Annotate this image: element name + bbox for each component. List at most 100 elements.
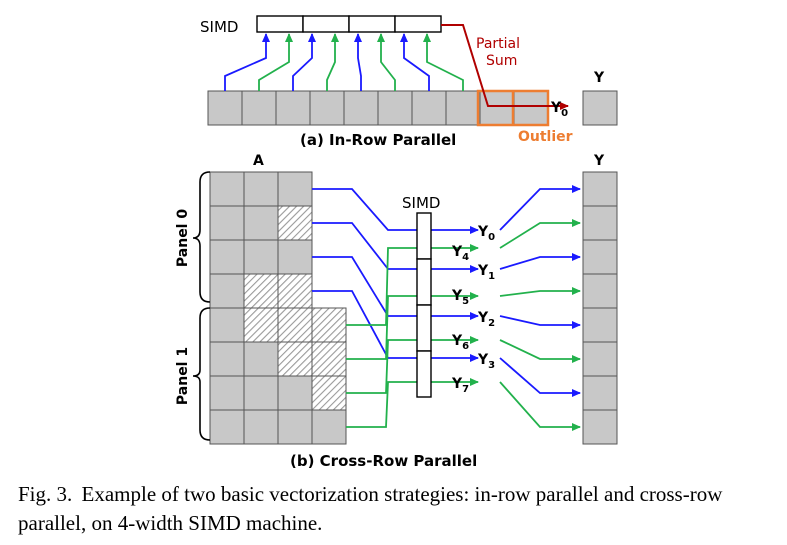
cross-arrow-green (346, 292, 479, 360)
panel1-brace (192, 307, 211, 441)
cross-arrow-blue (312, 222, 479, 273)
matrix-cell (277, 239, 313, 275)
y-cell (582, 205, 618, 241)
caption-b: (b) Cross-Row Parallel (290, 452, 477, 470)
simd-label-b: SIMD (402, 194, 440, 212)
partial-sum-label-2: Sum (486, 53, 517, 69)
matrix-cell (209, 375, 245, 411)
simd-lane-vertical (416, 212, 432, 260)
matrix-cell (209, 307, 245, 343)
row-arrow-green (423, 33, 464, 91)
matrix-cell (209, 409, 245, 445)
simd-lane-vertical (416, 258, 432, 306)
matrix-cell (277, 375, 313, 411)
cross-arrow-blue (312, 188, 479, 234)
simd-lane (256, 15, 304, 33)
matrix-cell-zero (243, 273, 279, 309)
row-cell (343, 90, 379, 126)
simd-register-b (416, 212, 432, 398)
simd-register-a (256, 15, 442, 33)
cross-arrow-green (346, 244, 479, 326)
row-arrow-blue (400, 33, 430, 91)
panel0-brace (192, 171, 211, 303)
in-row-parallel-diagram: SIMD Outlier Partial Sum Y0 Y (a) In-Row… (200, 15, 618, 149)
matrix-cell-zero (311, 375, 347, 411)
y-cell-a (582, 90, 618, 126)
row-cell (275, 90, 311, 126)
output-label: Y5 (451, 288, 469, 307)
matrix-cell (209, 341, 245, 377)
matrix-cell-zero (243, 307, 279, 343)
simd-lane-vertical (416, 350, 432, 398)
y-cell (582, 409, 618, 445)
row-arrow-green (326, 33, 339, 91)
matrix-cell-zero (277, 205, 313, 241)
output-label: Y3 (477, 352, 495, 371)
figure-caption: Fig. 3. Example of two basic vectorizati… (18, 480, 778, 538)
output-label: Y4 (451, 244, 469, 263)
matrix-cell (243, 409, 279, 445)
y-header-a: Y (593, 70, 605, 86)
row-arrow-blue (354, 33, 362, 91)
matrix-cell (209, 205, 245, 241)
matrix-cell (277, 171, 313, 207)
output-label: Y6 (451, 333, 469, 352)
row-cell (445, 90, 481, 126)
figure-caption-text: Example of two basic vectorization strat… (18, 482, 723, 535)
cross-arrow-green (346, 336, 479, 394)
output-label: Y7 (451, 376, 469, 395)
matrix-cell-zero (311, 307, 347, 343)
matrix-cell (277, 409, 313, 445)
out-arrow-green (499, 287, 581, 297)
in-row-arrows (224, 33, 464, 91)
y-cell (582, 171, 618, 207)
matrix-cell (209, 273, 245, 309)
row-arrow-blue (224, 33, 270, 91)
row-arrow-green (377, 33, 396, 91)
cross-arrow-green (346, 378, 479, 428)
panel0-label: Panel 0 (175, 209, 191, 267)
output-label: Y1 (477, 263, 495, 282)
row-arrow-blue (292, 33, 316, 91)
out-arrow-green (499, 339, 581, 363)
cross-row-arrows (312, 185, 581, 431)
row-cell (513, 90, 549, 126)
cross-arrow-blue (312, 256, 479, 320)
matrix-cell (243, 341, 279, 377)
y-column (582, 171, 618, 445)
matrix-cell (243, 239, 279, 275)
matrix-cell (243, 375, 279, 411)
matrix-cell (311, 409, 347, 445)
output-y0-label: Y0 (550, 100, 568, 119)
output-label: Y0 (477, 224, 495, 243)
row-cell (377, 90, 413, 126)
output-label: Y2 (477, 310, 495, 329)
row-cell (411, 90, 447, 126)
y-header-b: Y (593, 153, 605, 169)
partial-sum-label-1: Partial (476, 36, 520, 52)
vectorization-diagram: SIMD Outlier Partial Sum Y0 Y (a) In-Row… (175, 15, 618, 470)
row-cell (309, 90, 345, 126)
y-cell (582, 341, 618, 377)
row-arrow-green (258, 33, 293, 91)
figure-tag: Fig. 3. (18, 482, 73, 506)
partial-sum-arrow (441, 24, 569, 110)
y-cell (582, 239, 618, 275)
matrix-cell-zero (277, 307, 313, 343)
matrix-cell-zero (311, 341, 347, 377)
matrix-a-label: A (253, 153, 264, 169)
simd-lane (394, 15, 442, 33)
matrix-a (209, 171, 347, 445)
out-arrow-green (499, 381, 581, 431)
matrix-cell-zero (277, 341, 313, 377)
cross-row-parallel-diagram: A Y Panel 0 Panel 1 SIMD Y0Y4Y1Y5Y2Y6Y3Y… (175, 153, 618, 470)
simd-lane (348, 15, 396, 33)
out-arrow-green (499, 219, 581, 249)
panel1-label: Panel 1 (175, 347, 191, 405)
row-cell (241, 90, 277, 126)
matrix-cell (243, 205, 279, 241)
out-arrow-blue (499, 253, 581, 270)
matrix-cell (209, 239, 245, 275)
out-arrow-blue (499, 315, 581, 329)
